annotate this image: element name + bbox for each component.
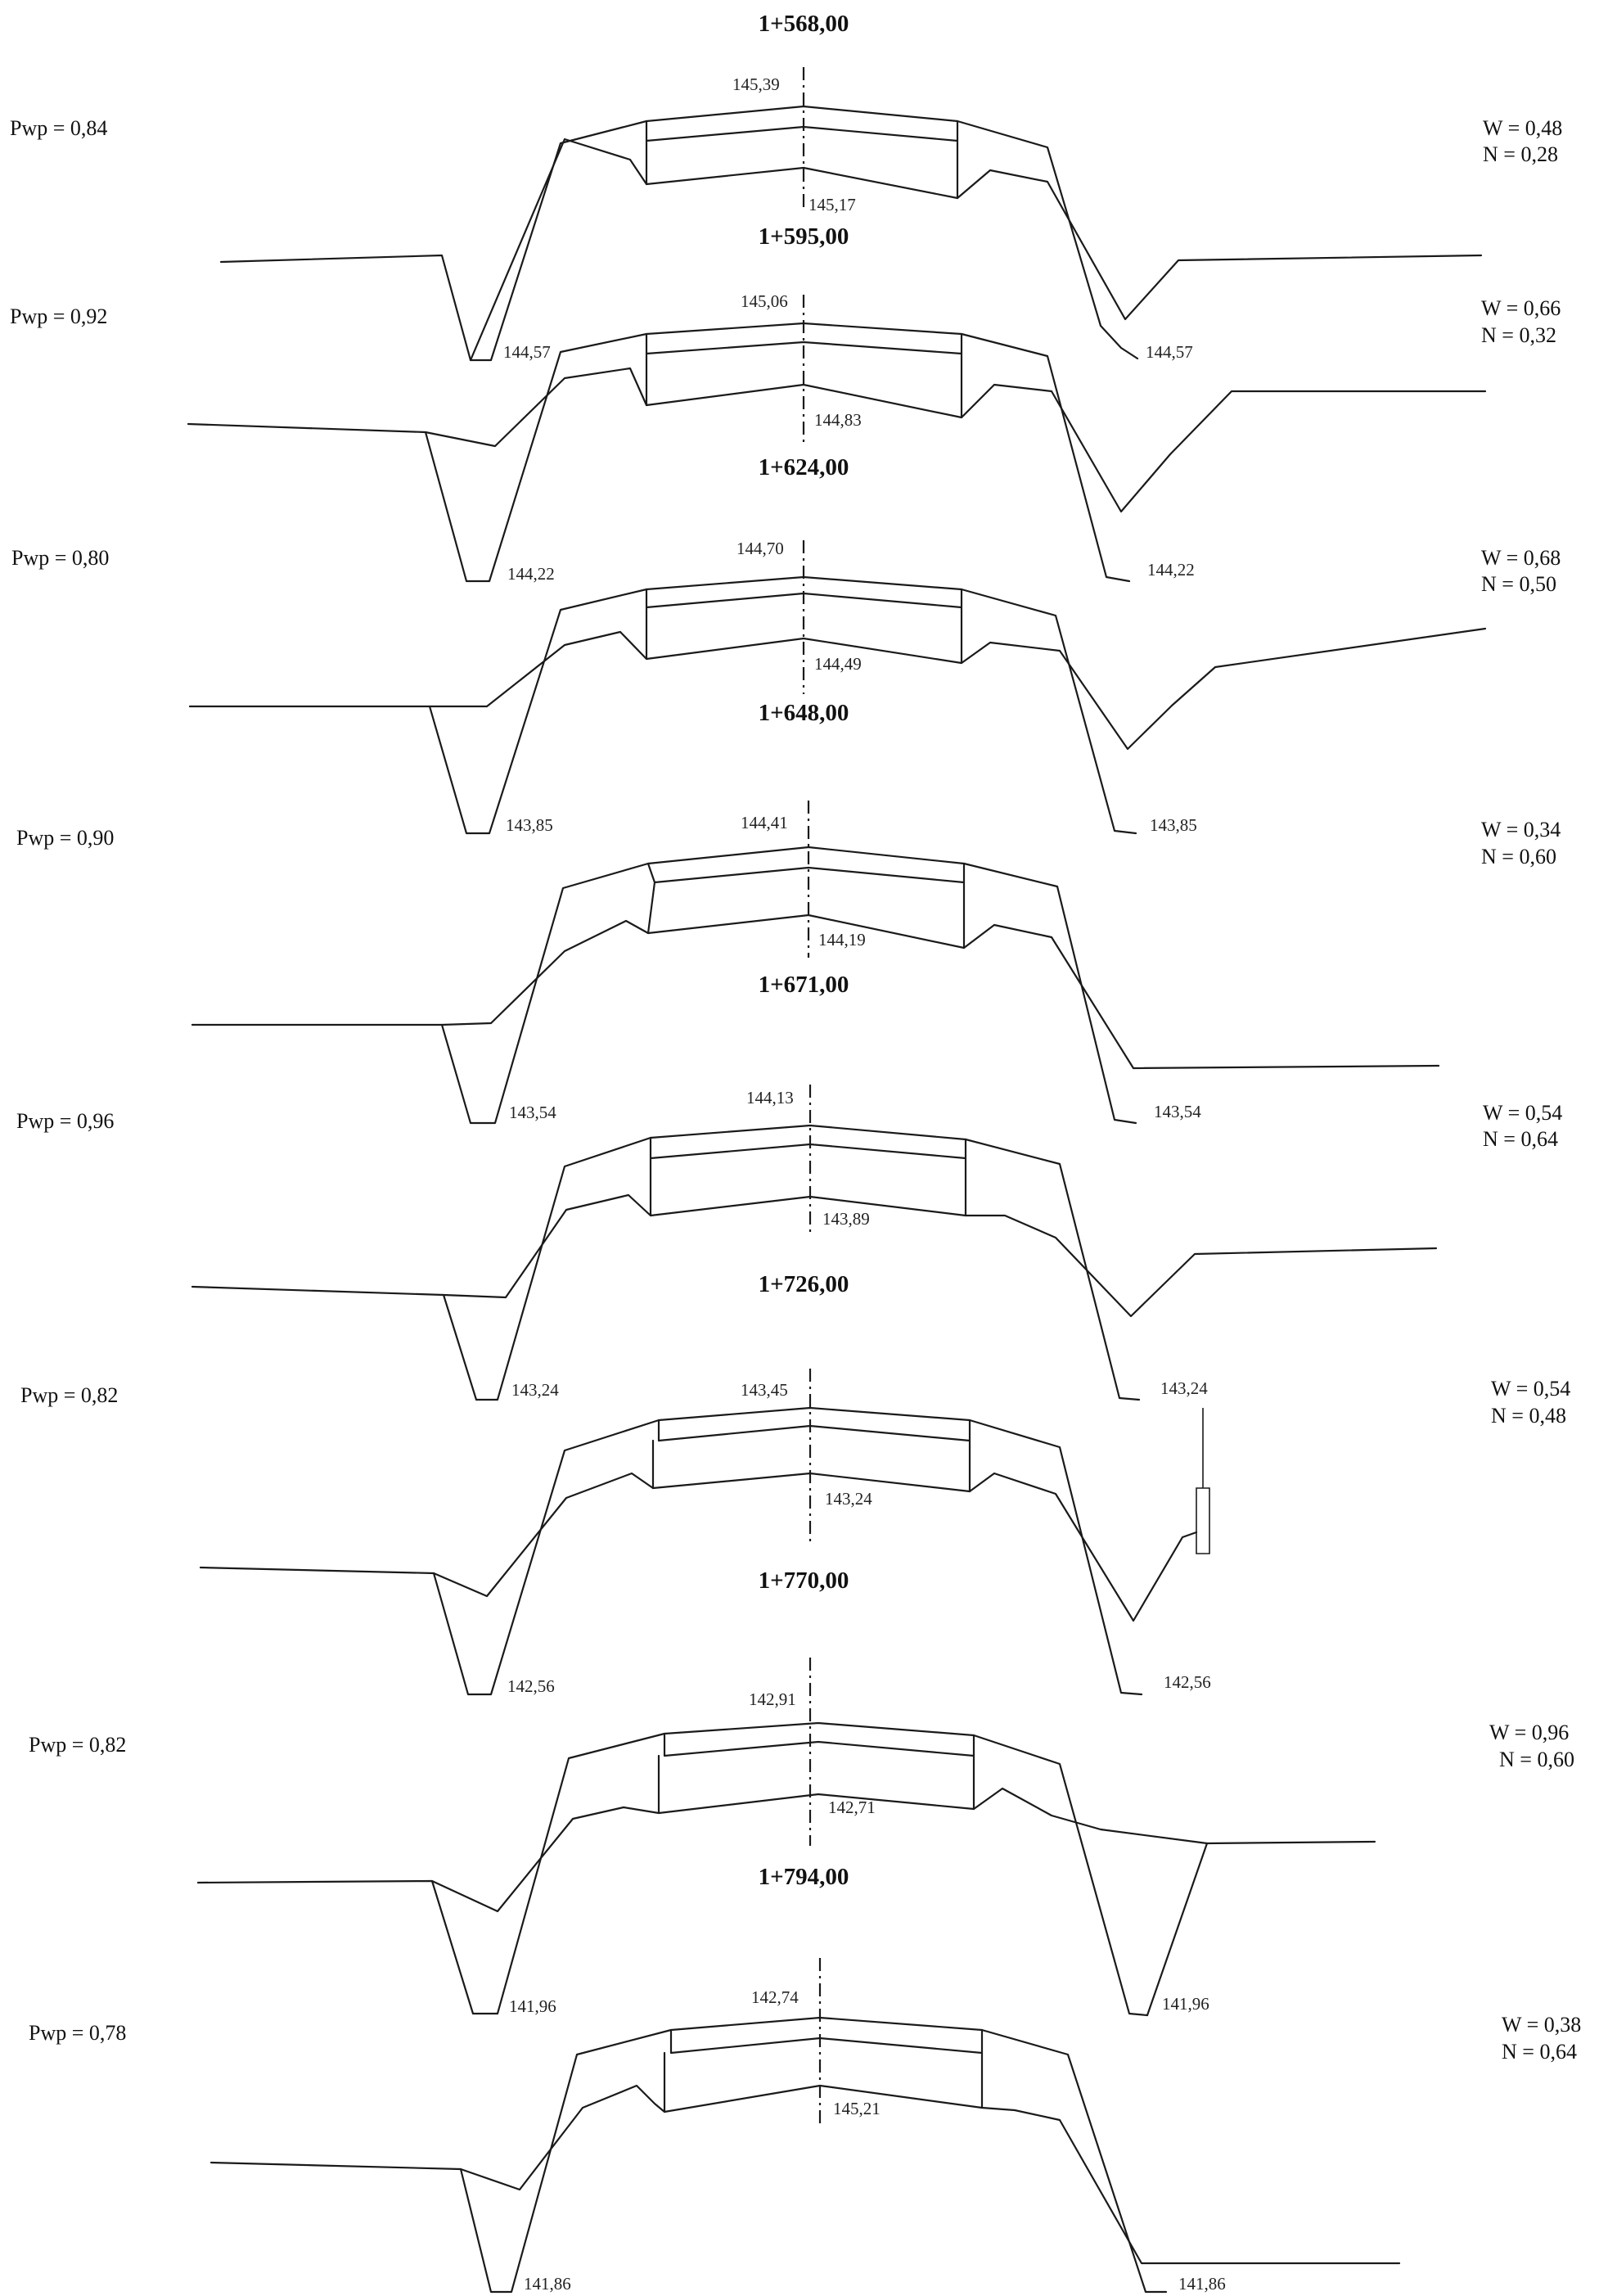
terrain-line — [430, 1787, 1376, 1913]
terrain-line — [442, 1193, 1438, 1318]
left-ditch-elevation: 144,57 — [503, 342, 551, 362]
right-ditch-elevation: 141,86 — [1178, 2274, 1226, 2294]
axis-top-elevation: 145,39 — [732, 74, 780, 94]
chainage-label: 1+648,00 — [759, 700, 849, 726]
right-ditch-elevation: 144,57 — [1146, 342, 1193, 362]
n-value: N = 0,64 — [1483, 1127, 1558, 1151]
axis-bottom-elevation: 144,83 — [814, 410, 862, 430]
left-ditch-elevation: 143,85 — [506, 815, 553, 835]
pwp-value: Pwp = 0,92 — [10, 304, 107, 328]
pwp-value: Pwp = 0,78 — [29, 2021, 126, 2045]
chainage-label: 1+794,00 — [759, 1864, 849, 1890]
axis-bottom-elevation: 142,71 — [828, 1798, 876, 1817]
w-value: W = 0,54 — [1483, 1101, 1562, 1125]
terrain-line — [432, 1472, 1198, 1622]
chainage-label: 1+671,00 — [759, 972, 849, 998]
pavement-layers — [649, 1136, 967, 1217]
right-ditch-elevation: 143,85 — [1150, 815, 1197, 835]
axis-top-elevation: 144,70 — [736, 539, 784, 558]
left-ditch-elevation: 142,56 — [507, 1676, 555, 1696]
axis-top-elevation: 143,45 — [741, 1380, 788, 1400]
axis-top-elevation: 144,13 — [746, 1088, 794, 1107]
pavement-layers — [651, 1419, 971, 1493]
n-value: N = 0,60 — [1499, 1748, 1574, 1771]
chainage-label: 1+568,00 — [759, 11, 849, 37]
axis-top-elevation: 145,06 — [741, 291, 788, 311]
cross-section-8: 1+794,00 Pwp = 0,78 W = 0,38 N = 0,64 14… — [29, 1864, 1581, 2294]
pwp-value: Pwp = 0,82 — [20, 1383, 118, 1407]
left-ditch-elevation: 141,86 — [524, 2274, 571, 2294]
pavement-layers — [645, 588, 963, 665]
n-value: N = 0,50 — [1481, 572, 1556, 596]
chainage-label: 1+726,00 — [759, 1271, 849, 1297]
cross-section-2: 1+595,00 Pwp = 0,92 W = 0,66 N = 0,32 14… — [10, 223, 1561, 584]
left-ditch-elevation: 143,54 — [509, 1103, 556, 1122]
design-profile — [187, 322, 1131, 583]
right-ditch-elevation: 141,96 — [1162, 1994, 1209, 2014]
terrain-line — [459, 2084, 1401, 2265]
axis-bottom-elevation: 143,24 — [825, 1489, 872, 1509]
cross-section-6: 1+726,00 Pwp = 0,82 W = 0,54 N = 0,48 14… — [20, 1271, 1570, 1696]
axis-top-elevation: 142,74 — [751, 1987, 799, 2007]
cross-section-5: 1+671,00 Pwp = 0,96 W = 0,54 N = 0,64 14… — [16, 972, 1562, 1401]
terrain-line — [469, 138, 1483, 362]
axis-bottom-elevation: 145,21 — [833, 2099, 881, 2118]
right-ditch-elevation: 144,22 — [1147, 560, 1195, 580]
design-profile — [219, 105, 1139, 362]
right-ditch-elevation: 143,54 — [1154, 1102, 1201, 1121]
w-value: W = 0,34 — [1481, 818, 1561, 841]
terrain-line — [424, 367, 1487, 513]
right-ditch-slope — [1146, 1842, 1209, 2017]
pwp-value: Pwp = 0,82 — [29, 1733, 126, 1757]
axis-top-elevation: 142,91 — [749, 1689, 796, 1709]
pavement-layers — [645, 332, 963, 419]
design-profile — [191, 846, 1137, 1125]
n-value: N = 0,48 — [1491, 1404, 1566, 1428]
n-value: N = 0,64 — [1502, 2040, 1577, 2064]
design-profile — [188, 575, 1137, 835]
pavement-layers — [646, 862, 966, 950]
pavement-layers — [663, 2028, 984, 2113]
w-value: W = 0,54 — [1491, 1377, 1570, 1401]
design-profile — [191, 1124, 1141, 1401]
axis-bottom-elevation: 144,49 — [814, 654, 862, 674]
n-value: N = 0,32 — [1481, 323, 1556, 347]
terrain-line — [428, 627, 1487, 751]
design-profile — [196, 1721, 1149, 2017]
chainage-label: 1+595,00 — [759, 223, 849, 250]
chainage-label: 1+770,00 — [759, 1568, 849, 1594]
n-value: N = 0,60 — [1481, 845, 1556, 868]
w-value: W = 0,68 — [1481, 546, 1561, 570]
cross-section-1: 1+568,00 Pwp = 0,84 W = 0,48 N = 0,28 14… — [10, 11, 1562, 362]
w-value: W = 0,96 — [1489, 1721, 1569, 1744]
pwp-value: Pwp = 0,96 — [16, 1109, 114, 1133]
right-ditch-elevation: 143,24 — [1160, 1378, 1208, 1398]
w-value: W = 0,38 — [1502, 2013, 1581, 2037]
pwp-value: Pwp = 0,80 — [11, 546, 109, 570]
pavement-layers — [645, 120, 959, 200]
axis-bottom-elevation: 145,17 — [809, 195, 856, 214]
axis-bottom-elevation: 144,19 — [818, 930, 866, 950]
axis-top-elevation: 144,41 — [741, 813, 788, 832]
marker-post — [1196, 1408, 1210, 1554]
chainage-label: 1+624,00 — [759, 454, 849, 480]
axis-bottom-elevation: 143,89 — [822, 1209, 870, 1229]
left-ditch-elevation: 143,24 — [511, 1380, 559, 1400]
pavement-layers — [657, 1732, 975, 1815]
w-value: W = 0,66 — [1481, 296, 1561, 320]
left-ditch-elevation: 144,22 — [507, 564, 555, 584]
w-value: W = 0,48 — [1483, 116, 1562, 140]
left-ditch-elevation: 141,96 — [509, 1996, 556, 2016]
n-value: N = 0,28 — [1483, 142, 1558, 166]
pwp-value: Pwp = 0,84 — [10, 116, 107, 140]
design-profile — [209, 2016, 1168, 2294]
cross-section-3: 1+624,00 Pwp = 0,80 W = 0,68 N = 0,50 14… — [11, 454, 1561, 835]
cross-section-7: 1+770,00 Pwp = 0,82 W = 0,96 N = 0,60 14… — [29, 1568, 1574, 2017]
cross-section-4: 1+648,00 Pwp = 0,90 W = 0,34 N = 0,60 14… — [16, 700, 1561, 1125]
design-profile — [199, 1406, 1143, 1696]
terrain-line — [440, 919, 1440, 1070]
pwp-value: Pwp = 0,90 — [16, 826, 114, 850]
right-ditch-elevation: 142,56 — [1164, 1672, 1211, 1692]
